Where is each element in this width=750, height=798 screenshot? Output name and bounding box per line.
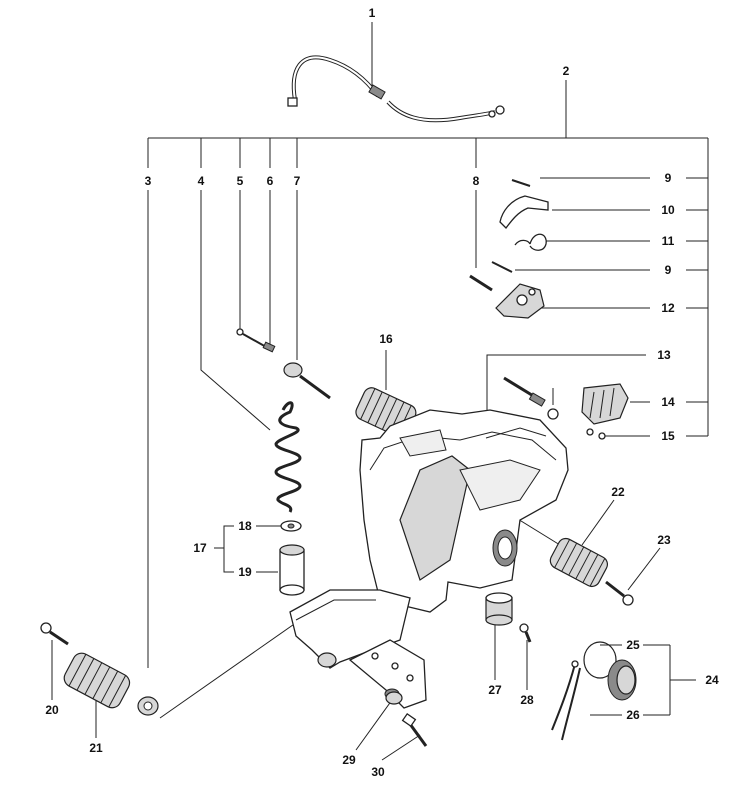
- ring-3: [137, 696, 159, 716]
- screw-28: [519, 623, 532, 643]
- lever-parts: [469, 179, 549, 319]
- part-labels: 1 2 3 4 5 6 7 8 9 10 11 9 12 13 14 15 16…: [45, 6, 719, 779]
- main-housing: [359, 409, 569, 613]
- rod-parts: [236, 328, 331, 400]
- label-9: 9: [665, 171, 672, 185]
- label-19: 19: [238, 565, 252, 579]
- buffer-22: [549, 537, 609, 588]
- label-21: 21: [89, 741, 103, 755]
- parts: [40, 55, 637, 747]
- label-8: 8: [473, 174, 480, 188]
- cap-assembly: [551, 641, 637, 741]
- cover-14: [581, 383, 629, 440]
- spring-part: [274, 401, 302, 513]
- bushing-27: [485, 592, 513, 626]
- label-11: 11: [662, 234, 675, 248]
- bushing-parts: [279, 520, 305, 596]
- label-13: 13: [657, 348, 671, 362]
- label-20: 20: [45, 703, 59, 717]
- label-23: 23: [657, 533, 671, 547]
- label-12: 12: [661, 301, 675, 315]
- label-26: 26: [626, 708, 640, 722]
- label-7: 7: [294, 174, 301, 188]
- label-27: 27: [488, 683, 502, 697]
- label-30: 30: [371, 765, 385, 779]
- buffer-21: [63, 652, 131, 709]
- label-10: 10: [661, 203, 675, 217]
- label-28: 28: [520, 693, 534, 707]
- small-parts-13: [503, 376, 559, 420]
- label-16: 16: [379, 332, 393, 346]
- label-2: 2: [563, 64, 570, 78]
- label-29: 29: [342, 753, 356, 767]
- label-18: 18: [238, 519, 252, 533]
- screw-30: [401, 712, 428, 747]
- label-9-second: 9: [665, 263, 672, 277]
- label-5: 5: [237, 174, 244, 188]
- label-25: 25: [626, 638, 640, 652]
- bracket-arm: [289, 589, 427, 709]
- label-24: 24: [705, 673, 719, 687]
- label-14: 14: [661, 395, 675, 409]
- label-3: 3: [145, 174, 152, 188]
- label-4: 4: [198, 174, 205, 188]
- washer-29: [385, 691, 403, 705]
- label-22: 22: [611, 485, 625, 499]
- label-6: 6: [267, 174, 274, 188]
- label-1: 1: [369, 6, 376, 20]
- screw-20: [40, 622, 69, 646]
- cable-part: [287, 55, 505, 123]
- screw-23: [605, 580, 634, 606]
- label-17: 17: [193, 541, 207, 555]
- label-15: 15: [661, 429, 675, 443]
